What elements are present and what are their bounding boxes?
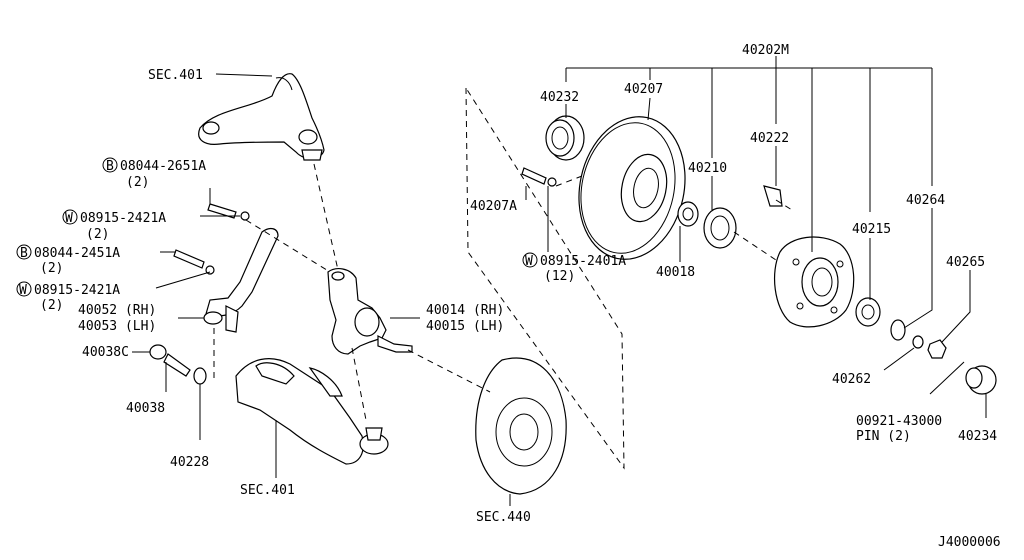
rotor-bolt [521, 167, 557, 187]
knuckle-arm [203, 227, 279, 333]
label-sec401-bottom: SEC.401 [240, 483, 295, 498]
outer-race [703, 207, 737, 249]
label-40202M: 40202M [742, 43, 789, 58]
label-08915-2401A-qty: (12) [544, 269, 575, 284]
label-40207A: 40207A [470, 199, 517, 214]
label-40265: 40265 [946, 255, 985, 270]
label-40222: 40222 [750, 131, 789, 146]
upper-control-arm [198, 73, 325, 161]
washer-mark-2: W [16, 281, 32, 298]
lock-washer [912, 335, 924, 349]
lower-control-arm [235, 358, 389, 465]
label-08044-2651A-qty: (2) [126, 175, 149, 190]
label-40014: 40014 (RH) [426, 303, 504, 318]
hub-bolt [763, 185, 783, 207]
label-40052: 40052 (RH) [78, 303, 156, 318]
label-08915-2421A-a-qty: (2) [86, 227, 109, 242]
label-08915-2401A: 08915-2401A [540, 254, 626, 269]
label-40018: 40018 [656, 265, 695, 280]
steering-knuckle [327, 268, 413, 355]
svg-text:W: W [525, 254, 533, 269]
label-40262: 40262 [832, 372, 871, 387]
label-00921-43000: 00921-43000 [856, 414, 942, 429]
label-40207: 40207 [624, 82, 663, 97]
label-40228: 40228 [170, 455, 209, 470]
label-40053: 40053 (LH) [78, 319, 156, 334]
svg-text:B: B [106, 159, 114, 174]
label-40038C: 40038C [82, 345, 129, 360]
hardware-left [149, 203, 250, 385]
label-40215: 40215 [852, 222, 891, 237]
svg-text:B: B [20, 246, 28, 261]
label-40015: 40015 (LH) [426, 319, 504, 334]
washer-mark-1: W [62, 209, 78, 226]
oil-seal [545, 115, 585, 161]
hub-nut [927, 339, 947, 359]
label-08915-2421A-b: 08915-2421A [34, 283, 120, 298]
label-08915-2421A-b-qty: (2) [40, 298, 63, 313]
assembly-outline [465, 86, 625, 470]
washer-mark-3: W [522, 252, 538, 269]
washer [890, 319, 906, 341]
label-sec401-top: SEC.401 [148, 68, 203, 83]
wheel-hub [773, 236, 855, 328]
label-08044-2651A: 08044-2651A [120, 159, 206, 174]
label-40038: 40038 [126, 401, 165, 416]
diagram-id: J4000006 [938, 535, 1001, 550]
label-40264: 40264 [906, 193, 945, 208]
label-40232: 40232 [540, 90, 579, 105]
label-pin: PIN (2) [856, 429, 911, 444]
label-40210: 40210 [688, 161, 727, 176]
kit-bracket [565, 56, 933, 252]
svg-text:W: W [19, 283, 27, 298]
disc-rotor [578, 116, 686, 260]
label-08915-2421A-a: 08915-2421A [80, 211, 166, 226]
bolt-mark-1: B [102, 157, 118, 174]
dust-shield [475, 357, 567, 495]
bolt-mark-2: B [16, 244, 32, 261]
label-sec440: SEC.440 [476, 510, 531, 525]
svg-text:W: W [65, 211, 73, 226]
leader-lines [132, 73, 987, 506]
inner-bearing [677, 201, 699, 227]
label-40234: 40234 [958, 429, 997, 444]
label-08044-2451A: 08044-2451A [34, 246, 120, 261]
label-08044-2451A-qty: (2) [40, 261, 63, 276]
outer-bearing [855, 297, 881, 327]
grease-cap [965, 365, 997, 395]
